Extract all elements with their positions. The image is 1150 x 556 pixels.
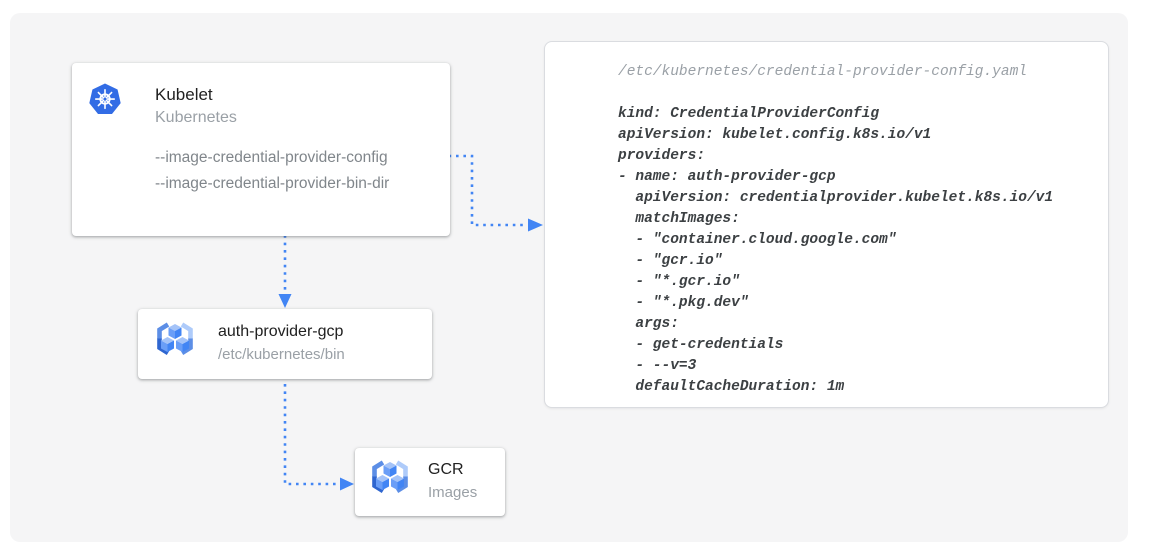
- config-yaml-content: kind: CredentialProviderConfig apiVersion…: [618, 104, 1053, 398]
- gcr-subtitle: Images: [428, 484, 478, 501]
- code-line: - "*.gcr.io": [618, 274, 740, 290]
- code-line: providers:: [618, 148, 706, 164]
- code-line: - "gcr.io": [618, 253, 723, 269]
- code-line: - get-credentials: [618, 337, 784, 353]
- code-line: matchImages:: [618, 211, 740, 227]
- auth-provider-title: auth-provider-gcp: [218, 323, 344, 340]
- kubernetes-icon: [88, 83, 122, 117]
- code-line: - "container.cloud.google.com": [618, 232, 897, 248]
- code-line: apiVersion: kubelet.config.k8s.io/v1: [618, 127, 932, 143]
- flag-image-credential-provider-bin-dir: --image-credential-provider-bin-dir: [155, 175, 390, 192]
- code-line: apiVersion: credentialprovider.kubelet.k…: [618, 190, 1054, 206]
- kubelet-node: Kubelet Kubernetes --image-credential-pr…: [72, 63, 450, 236]
- auth-provider-path: /etc/kubernetes/bin: [218, 346, 345, 363]
- config-yaml-panel: /etc/kubernetes/credential-provider-conf…: [544, 41, 1109, 408]
- gcr-title: GCR: [428, 461, 464, 478]
- kubelet-title: Kubelet: [155, 85, 213, 104]
- code-line: - --v=3: [618, 358, 697, 374]
- flag-image-credential-provider-config: --image-credential-provider-config: [155, 149, 388, 166]
- cube-top: [168, 324, 182, 339]
- gcr-node: GCR Images: [355, 448, 505, 516]
- config-file-path: /etc/kubernetes/credential-provider-conf…: [618, 64, 1027, 80]
- code-line: kind: CredentialProviderConfig: [618, 106, 880, 122]
- cube-bottom-right: [176, 337, 189, 352]
- auth-provider-gcp-node: auth-provider-gcp /etc/kubernetes/bin: [138, 309, 432, 379]
- code-line: - name: auth-provider-gcp: [618, 169, 836, 185]
- container-registry-icon: [151, 320, 199, 368]
- kubelet-flags: --image-credential-provider-config --ima…: [155, 145, 389, 197]
- cube-bottom-left: [161, 337, 174, 352]
- container-registry-icon: [366, 458, 414, 506]
- code-line: defaultCacheDuration: 1m: [618, 379, 845, 395]
- code-line: args:: [618, 316, 679, 332]
- code-line: - "*.pkg.dev": [618, 295, 749, 311]
- kubelet-subtitle: Kubernetes: [155, 109, 237, 126]
